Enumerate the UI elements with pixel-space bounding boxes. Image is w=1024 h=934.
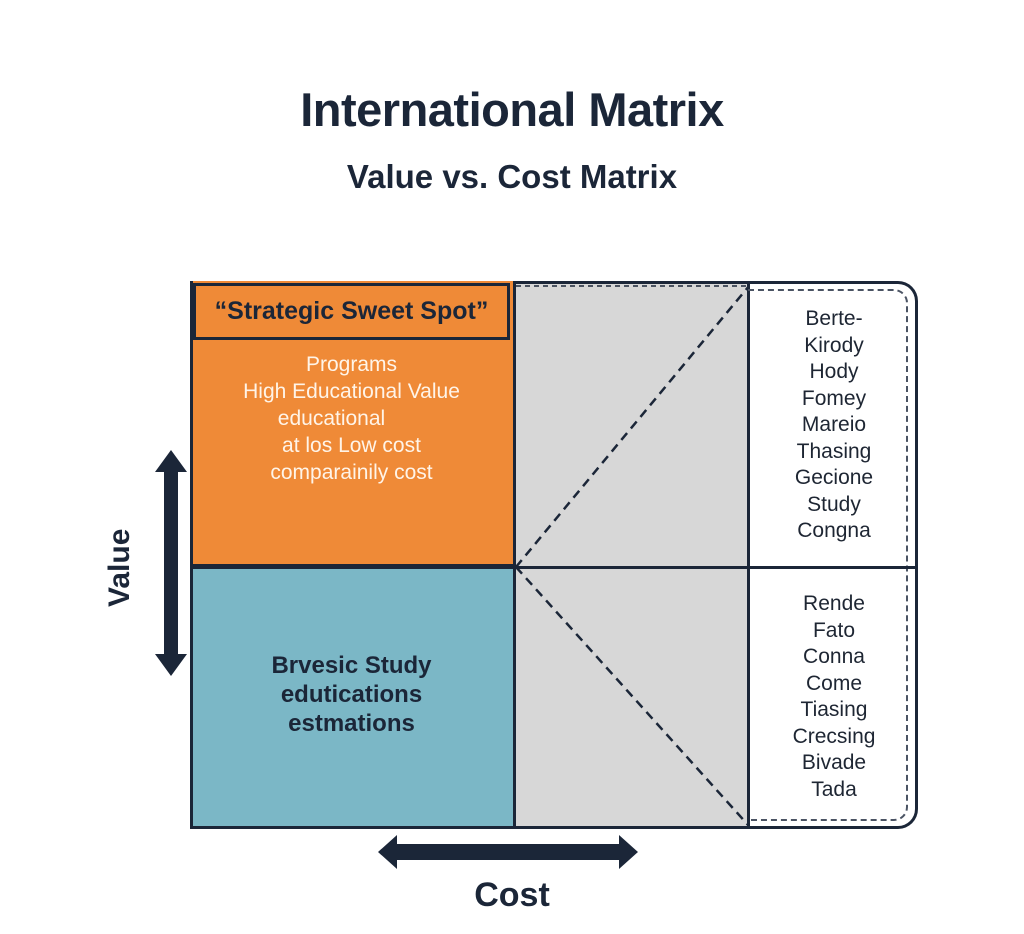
- right-top-list: Berte- Kirody Hody Fomey Mareio Thasing …: [750, 306, 918, 545]
- strategic-sweet-spot-label: “Strategic Sweet Spot”: [193, 283, 510, 340]
- list-item: Hody: [809, 360, 859, 383]
- value-cost-matrix: “Strategic Sweet Spot” Programs High Edu…: [190, 281, 918, 829]
- quadrant-middle-gray: [513, 281, 750, 829]
- sweet-spot-description: Programs High Educational Value educatio…: [190, 351, 513, 486]
- right-bottom-list: Rende Fato Conna Come Tiasing Crecsing B…: [750, 591, 918, 803]
- sweet-spot-line: High Educational Value: [243, 380, 460, 403]
- page-title: International Matrix: [300, 83, 724, 136]
- list-item: Conna: [803, 645, 865, 668]
- list-item: Mareio: [801, 413, 867, 436]
- sweet-spot-line: educational: [277, 407, 386, 430]
- page-subtitle: Value vs. Cost Matrix: [346, 158, 678, 195]
- basic-study-line: edutications: [280, 681, 423, 708]
- list-item: Kirody: [804, 333, 864, 357]
- list-item: Fomey: [801, 386, 867, 410]
- basic-study-line: estmations: [288, 710, 415, 737]
- sweet-spot-line: Programs: [305, 353, 398, 376]
- list-item: Berte-: [805, 307, 863, 330]
- list-item: Congna: [797, 519, 871, 542]
- list-item: Gecione: [794, 466, 874, 489]
- quadrant-right-column: [748, 281, 918, 829]
- basic-study-line: Brvesic Study: [271, 652, 432, 679]
- quadrant-basic-study: [190, 567, 513, 829]
- cost-axis-label: Cost: [474, 876, 550, 914]
- list-item: Tada: [811, 777, 857, 801]
- list-item: Crecsing: [792, 724, 876, 748]
- basic-study-description: Brvesic Study edutications estmations: [190, 651, 513, 738]
- sweet-spot-line: comparainily cost: [270, 461, 433, 484]
- list-item: Come: [805, 671, 863, 695]
- cost-axis-arrow-icon: [378, 835, 638, 869]
- value-axis-label: Value: [103, 528, 136, 607]
- dashed-inner-border: [748, 289, 908, 821]
- list-item: Study: [807, 492, 861, 516]
- list-item: Bivade: [801, 751, 867, 774]
- sweet-spot-line: at los Low cost: [282, 434, 421, 457]
- list-item: Tiasing: [800, 698, 868, 721]
- list-item: Thasing: [796, 439, 872, 463]
- value-axis-arrow-icon: [155, 450, 187, 676]
- list-item: Rende: [803, 592, 865, 615]
- horizontal-divider: [190, 566, 918, 569]
- list-item: Fato: [812, 618, 856, 642]
